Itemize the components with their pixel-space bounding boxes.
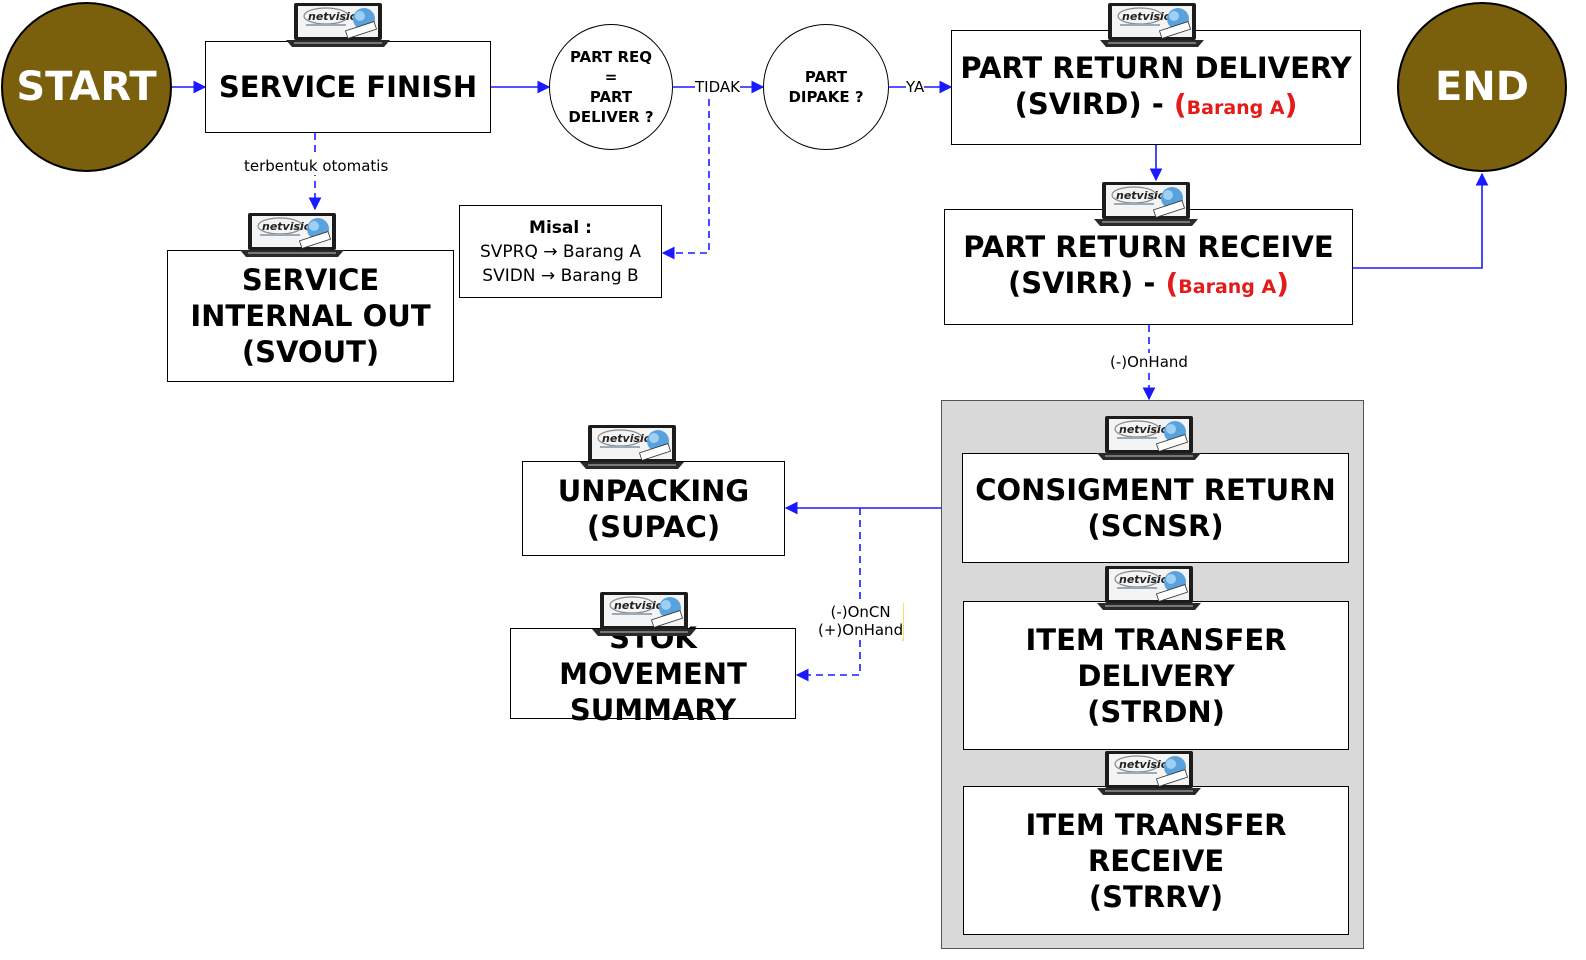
box-line: INTERNAL OUT [190, 299, 431, 333]
edge-tidak-to-note [661, 87, 710, 260]
netvision-laptop-icon: netvision [1098, 2, 1206, 48]
box-title: PART RETURN RECEIVE [963, 230, 1334, 264]
box-line: (STRDN) [1087, 694, 1225, 729]
item-transfer-delivery-box: ITEM TRANSFER DELIVERY (STRDN) [963, 601, 1349, 750]
box-line: CONSIGMENT RETURN [975, 473, 1336, 507]
box-line: (SUPAC) [586, 509, 721, 544]
start-label: START [16, 64, 157, 110]
box-line: ITEM TRANSFER [1025, 807, 1287, 842]
netvision-laptop-icon: netvision [284, 2, 392, 48]
svg-text:netvision: netvision [1119, 573, 1176, 586]
svg-text:netvision: netvision [1119, 758, 1176, 771]
box-line: (SCNSR) [1087, 509, 1224, 543]
svg-text:netvision: netvision [308, 10, 365, 23]
box-line: RECEIVE [1087, 843, 1225, 878]
edge-label-minus-onhand: (-)OnHand [1110, 353, 1188, 371]
box-title: PART RETURN DELIVERY [960, 50, 1352, 85]
box-line: SERVICE [241, 263, 380, 297]
note-line: SVIDN → Barang B [482, 265, 639, 286]
example-note-box: Misal : SVPRQ → Barang A SVIDN → Barang … [459, 205, 662, 298]
decision-part-dipake: PART DIPAKE ? [763, 24, 889, 150]
svg-text:netvision: netvision [1116, 189, 1173, 202]
svg-text:netvision: netvision [602, 432, 659, 445]
svg-text:netvision: netvision [1119, 423, 1176, 436]
box-line: (SVOUT) [241, 335, 380, 369]
end-label: END [1434, 64, 1529, 110]
box-line: ITEM TRANSFER [1025, 622, 1287, 657]
end-terminal: END [1397, 2, 1567, 172]
decision-line: PART [589, 88, 633, 106]
note-title: Misal : [529, 217, 592, 238]
box-line: SUMMARY [569, 692, 737, 727]
decision-line: DELIVER ? [568, 108, 654, 126]
box-code: (SVIRD) - [1014, 86, 1174, 121]
decision-line: PART REQ [569, 48, 653, 66]
decision-line: DIPAKE ? [788, 88, 864, 106]
decision-line: = [604, 68, 618, 86]
netvision-laptop-icon: netvision [578, 424, 686, 470]
decision-part-req-equals-deliver: PART REQ = PART DELIVER ? [549, 24, 673, 150]
part-return-receive-box: PART RETURN RECEIVE (SVIRR) - (Barang A) [944, 209, 1353, 325]
svg-text:netvision: netvision [1122, 10, 1179, 23]
unpacking-box: UNPACKING (SUPAC) [522, 461, 785, 556]
decision-line: PART [804, 68, 848, 86]
edge-label-minus-oncn: (-)OnCN [830, 603, 891, 621]
box-line: UNPACKING [557, 473, 750, 508]
note-line: SVPRQ → Barang A [479, 241, 641, 262]
service-internal-out-box: SERVICE INTERNAL OUT (SVOUT) [167, 250, 454, 382]
box-line: DELIVERY [1077, 658, 1235, 693]
svg-text:netvision: netvision [614, 599, 671, 612]
box-line: (STRRV) [1088, 879, 1224, 914]
edge-label-plus-onhand: (+)OnHand [818, 621, 904, 639]
edge-label-ya: YA [906, 78, 925, 96]
stok-movement-summary-box: STOK MOVEMENT SUMMARY [510, 621, 796, 727]
svg-text:netvision: netvision [262, 220, 319, 233]
service-finish-label: SERVICE FINISH [218, 70, 478, 104]
netvision-laptop-icon: netvision [1092, 181, 1200, 227]
start-terminal: START [1, 2, 172, 172]
consigment-return-box: CONSIGMENT RETURN (SCNSR) [962, 453, 1349, 563]
edge-svirr-to-end [1353, 172, 1489, 269]
service-finish-box: SERVICE FINISH [205, 41, 491, 133]
netvision-laptop-icon: netvision [238, 212, 346, 258]
item-transfer-receive-box: ITEM TRANSFER RECEIVE (STRRV) [963, 786, 1349, 935]
item-label: Barang A [1186, 96, 1285, 119]
item-label: Barang A [1178, 276, 1277, 298]
edge-label-oncn-onhand: (-)OnCN (+)OnHand [818, 603, 904, 639]
edge-branch-to-stok [795, 508, 861, 682]
edge-label-tidak: TIDAK [695, 78, 740, 96]
box-code: (SVIRR) - [1007, 266, 1166, 300]
edge-label-auto-created: terbentuk otomatis [244, 157, 389, 175]
netvision-laptop-icon: netvision [1095, 565, 1203, 611]
netvision-laptop-icon: netvision [1095, 750, 1203, 796]
netvision-laptop-icon: netvision [1095, 415, 1203, 461]
netvision-laptop-icon: netvision [590, 591, 698, 637]
